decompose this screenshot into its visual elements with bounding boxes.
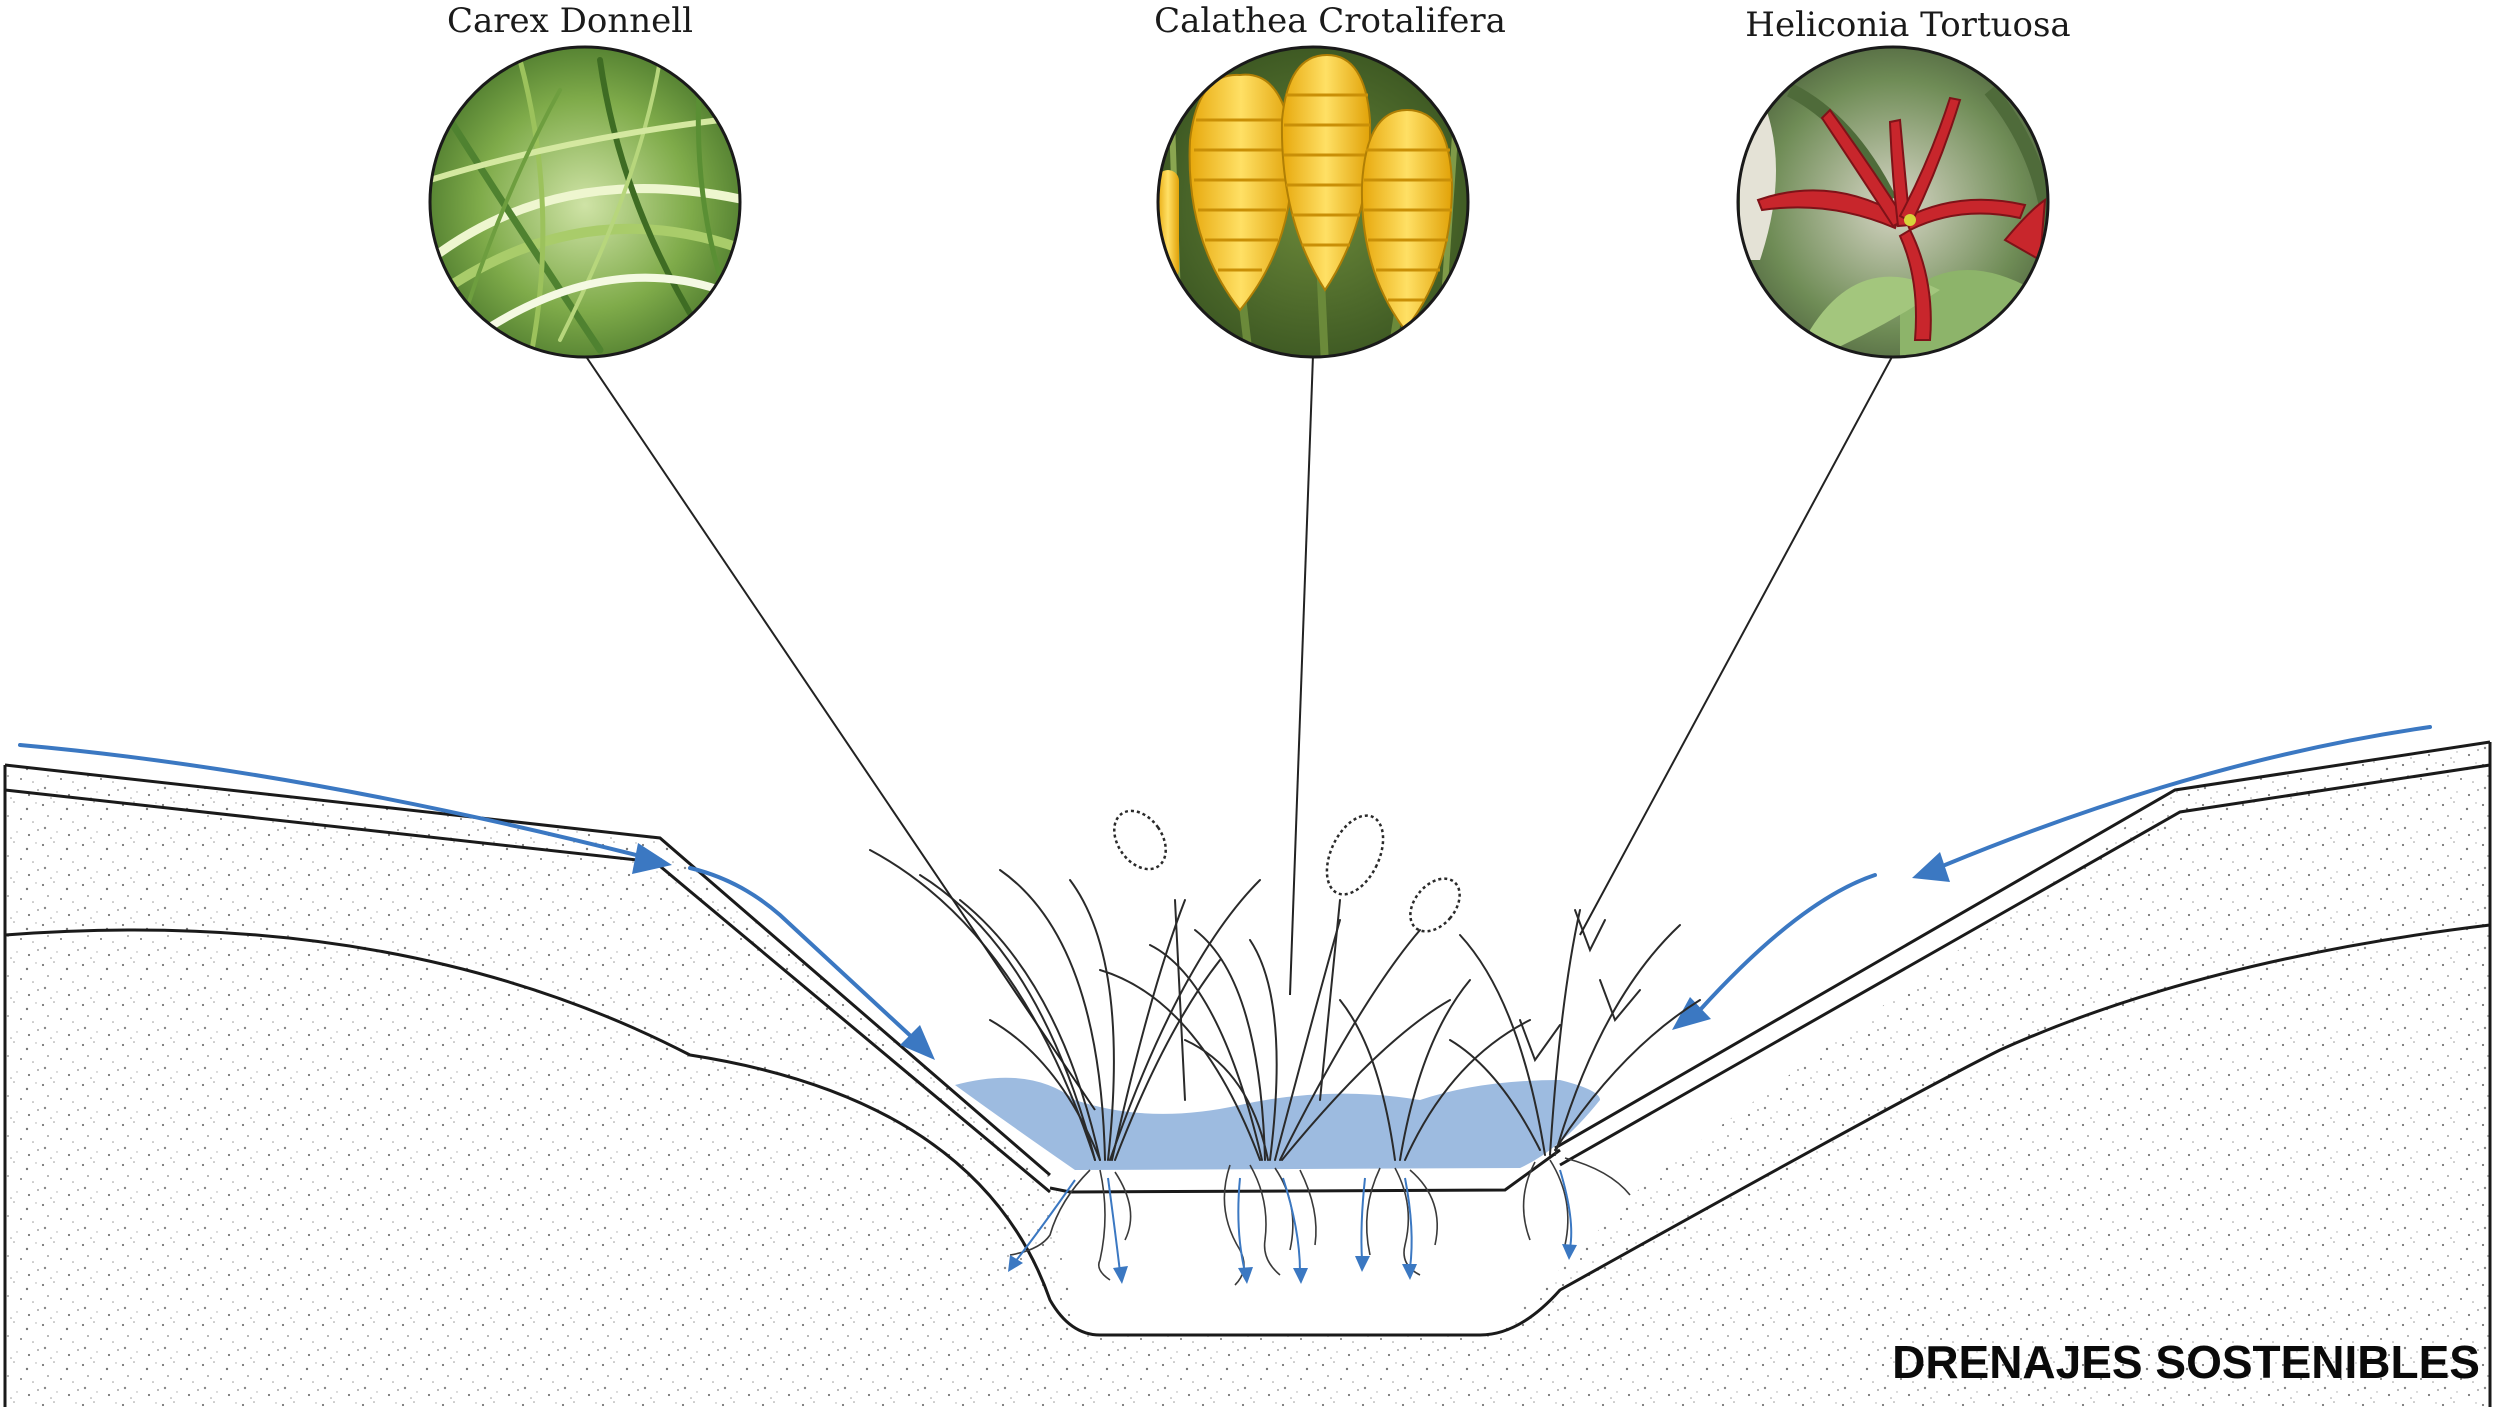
surface-layer-top <box>4 763 1051 1177</box>
calathea-photo <box>1158 47 1468 357</box>
plant-label-calathea: Calathea Crotalifera <box>1154 1 1506 41</box>
plant-sketch-heliconia <box>1339 909 1701 1161</box>
diagram-title: DRENAJES SOSTENIBLES <box>1892 1336 2480 1388</box>
callout-carex: Carex Donnell <box>428 1 742 359</box>
sedge-photo <box>430 47 740 357</box>
runoff-arrows <box>18 725 2432 1060</box>
heliconia-photo <box>1738 47 2048 357</box>
deep-stratum-line <box>4 923 2491 1337</box>
soil-section <box>3 740 2492 1407</box>
callout-calathea: Calathea Crotalifera <box>1154 1 1506 359</box>
leader-lines <box>584 354 1894 1111</box>
plant-label-heliconia: Heliconia Tortuosa <box>1745 5 2070 45</box>
surface-layer-right-bottom <box>1559 763 2491 1167</box>
surface-layer-right-top <box>1554 740 2491 1150</box>
plant-label-carex: Carex Donnell <box>447 1 693 41</box>
callout-heliconia: Heliconia Tortuosa <box>1736 5 2071 359</box>
ponded-water <box>955 1077 1600 1170</box>
root-system <box>1008 1157 1631 1286</box>
